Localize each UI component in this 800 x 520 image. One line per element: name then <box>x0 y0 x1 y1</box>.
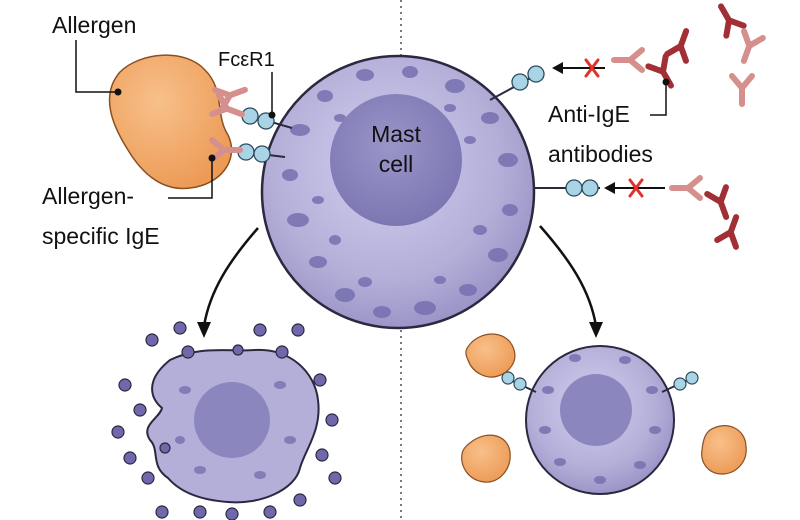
allergen-blob <box>108 54 233 190</box>
granules <box>282 66 518 318</box>
free-allergens <box>461 333 747 483</box>
anti-ige-label-line1: Anti-IgE <box>548 101 630 127</box>
arrow-to-blocked-cell <box>539 225 603 338</box>
protected-cell-receptors <box>501 371 699 393</box>
mast-cell-nucleus <box>330 94 462 226</box>
protected-mast-cell <box>525 345 675 495</box>
allergen-label: Allergen <box>52 12 136 38</box>
allergen-leader <box>75 40 118 93</box>
blocked-arrow-upper <box>552 58 605 78</box>
fcer1-label: FcεR1 <box>218 49 275 71</box>
mast-label-line2: cell <box>379 151 414 177</box>
protected-cell-nucleus <box>560 374 632 446</box>
released-granules <box>111 321 342 520</box>
allergen-specific-leader <box>168 158 213 199</box>
fcer1-receptor-upper <box>241 107 293 130</box>
arrow-to-degranulation <box>197 227 259 338</box>
blocked-arrow-lower <box>604 178 665 198</box>
mast-cell: Mast cell <box>260 54 536 330</box>
fcer1-receptor-right-lower <box>534 179 600 197</box>
degranulating-nucleus <box>194 382 270 458</box>
fcer1-receptor-right-upper <box>489 65 545 101</box>
anti-ige-complex-lower <box>672 178 746 247</box>
anti-ige-complex-single <box>732 76 752 104</box>
allergen-specific-label-line2: specific IgE <box>42 223 160 249</box>
anti-ige-label-line2: antibodies <box>548 141 653 167</box>
allergen-specific-label-line1: Allergen- <box>42 183 134 209</box>
anti-ige-complex-top <box>712 1 762 64</box>
anti-ige-leader <box>650 82 667 116</box>
mast-label-line1: Mast <box>371 121 421 147</box>
block-x-icon <box>628 178 644 198</box>
block-x-icon <box>584 58 600 78</box>
degranulating-cell <box>146 348 320 504</box>
anti-ige-complex-upper <box>614 28 696 91</box>
